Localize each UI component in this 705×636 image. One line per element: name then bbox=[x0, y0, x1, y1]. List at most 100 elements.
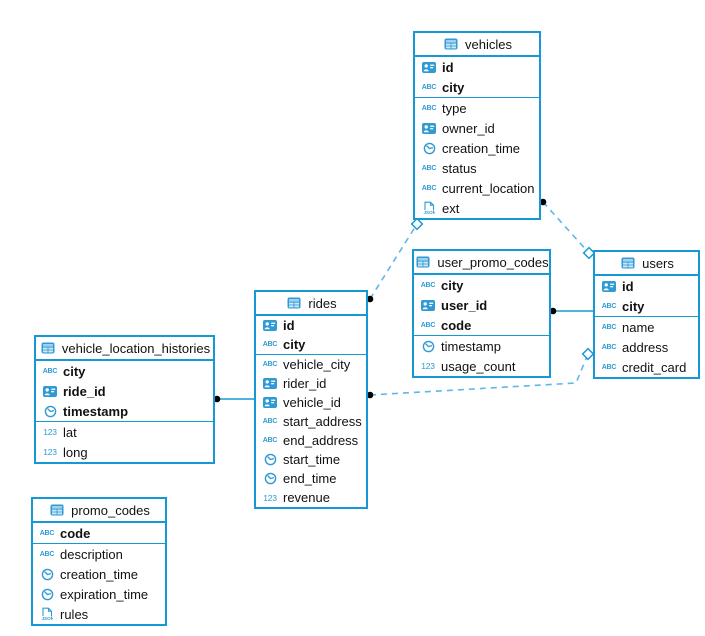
clock-icon bbox=[38, 588, 56, 601]
table-header-users[interactable]: users bbox=[595, 252, 698, 276]
num-icon: 123 bbox=[421, 361, 435, 371]
abc-icon: ABC bbox=[601, 363, 617, 371]
table-header-promo_codes[interactable]: promo_codes bbox=[33, 499, 165, 523]
column-vehicle_location_histories-timestamp: timestamp bbox=[36, 401, 213, 421]
column-name: ext bbox=[442, 200, 460, 216]
column-promo_codes-expiration_time: expiration_time bbox=[33, 584, 165, 604]
column-name: code bbox=[60, 525, 91, 541]
table-icon bbox=[414, 256, 432, 268]
column-vehicle_location_histories-lat: 123 lat bbox=[36, 422, 213, 442]
table-header-vehicle_location_histories[interactable]: vehicle_location_histories bbox=[36, 337, 213, 361]
clock-icon bbox=[41, 405, 59, 418]
column-vehicles-owner_id: owner_id bbox=[415, 118, 539, 138]
table-title: user_promo_codes bbox=[437, 254, 549, 270]
json-icon: JSON bbox=[420, 201, 438, 215]
abc-icon: ABC bbox=[262, 361, 278, 368]
clock-icon bbox=[261, 453, 279, 466]
json-icon: JSON bbox=[38, 607, 56, 621]
column-name: user_id bbox=[441, 297, 488, 313]
column-vehicle_location_histories-long: 123 long bbox=[36, 442, 213, 462]
abc-icon: ABC bbox=[601, 302, 617, 310]
relation-line-rides-vehicles bbox=[369, 223, 418, 300]
column-name: address bbox=[622, 339, 669, 355]
column-name: vehicle_id bbox=[283, 395, 341, 410]
column-users-credit_card: ABC credit_card bbox=[595, 357, 698, 377]
diamond-marker bbox=[581, 347, 595, 361]
column-name: status bbox=[442, 160, 477, 176]
column-rides-vehicle_city: ABC vehicle_city bbox=[256, 355, 366, 374]
abc-icon: ABC bbox=[39, 529, 55, 537]
abc-icon: ABC bbox=[421, 104, 437, 112]
table-title: vehicles bbox=[465, 36, 512, 52]
id-card-icon bbox=[261, 397, 279, 408]
column-rides-start_time: start_time bbox=[256, 450, 366, 469]
svg-text:JSON: JSON bbox=[42, 616, 54, 621]
column-name: long bbox=[63, 444, 88, 460]
column-rides-vehicle_id: vehicle_id bbox=[256, 393, 366, 412]
dot-marker bbox=[539, 198, 547, 206]
dot-marker bbox=[366, 295, 374, 303]
dot-marker bbox=[213, 395, 221, 403]
dot-marker bbox=[549, 307, 557, 315]
table-icon bbox=[442, 38, 460, 50]
abc-icon: ABC bbox=[421, 184, 437, 192]
clock-icon bbox=[261, 472, 279, 485]
column-vehicles-ext: JSON ext bbox=[415, 198, 539, 218]
num-icon: 123 bbox=[43, 427, 57, 437]
primary-key-section: ABC code bbox=[33, 523, 165, 543]
column-name: vehicle_city bbox=[283, 357, 351, 372]
column-name: end_time bbox=[283, 471, 337, 486]
dot-marker bbox=[366, 391, 374, 399]
column-name: city bbox=[283, 337, 306, 352]
abc-icon: ABC bbox=[420, 281, 436, 289]
column-name: creation_time bbox=[442, 140, 521, 156]
table-header-user_promo_codes[interactable]: user_promo_codes bbox=[414, 251, 549, 275]
column-name: id bbox=[283, 318, 295, 333]
num-icon: 123 bbox=[43, 447, 57, 457]
relation-line-rides-users bbox=[369, 353, 589, 396]
column-rides-rider_id: rider_id bbox=[256, 374, 366, 393]
column-rides-end_time: end_time bbox=[256, 469, 366, 488]
svg-text:JSON: JSON bbox=[424, 210, 436, 215]
column-name: city bbox=[63, 363, 86, 379]
clock-icon bbox=[420, 142, 438, 155]
table-header-rides[interactable]: rides bbox=[256, 292, 366, 316]
num-icon: 123 bbox=[263, 492, 277, 503]
column-name: owner_id bbox=[442, 120, 495, 136]
column-name: type bbox=[442, 100, 467, 116]
id-card-icon bbox=[261, 378, 279, 389]
abc-icon: ABC bbox=[420, 321, 436, 329]
column-name: credit_card bbox=[622, 359, 687, 375]
id-card-icon bbox=[600, 280, 618, 292]
column-name: expiration_time bbox=[60, 586, 149, 602]
table-header-vehicles[interactable]: vehicles bbox=[415, 33, 539, 57]
column-name: creation_time bbox=[60, 566, 139, 582]
column-name: city bbox=[622, 298, 645, 314]
clock-icon bbox=[419, 340, 437, 353]
column-name: lat bbox=[63, 424, 77, 440]
abc-icon: ABC bbox=[39, 550, 55, 558]
